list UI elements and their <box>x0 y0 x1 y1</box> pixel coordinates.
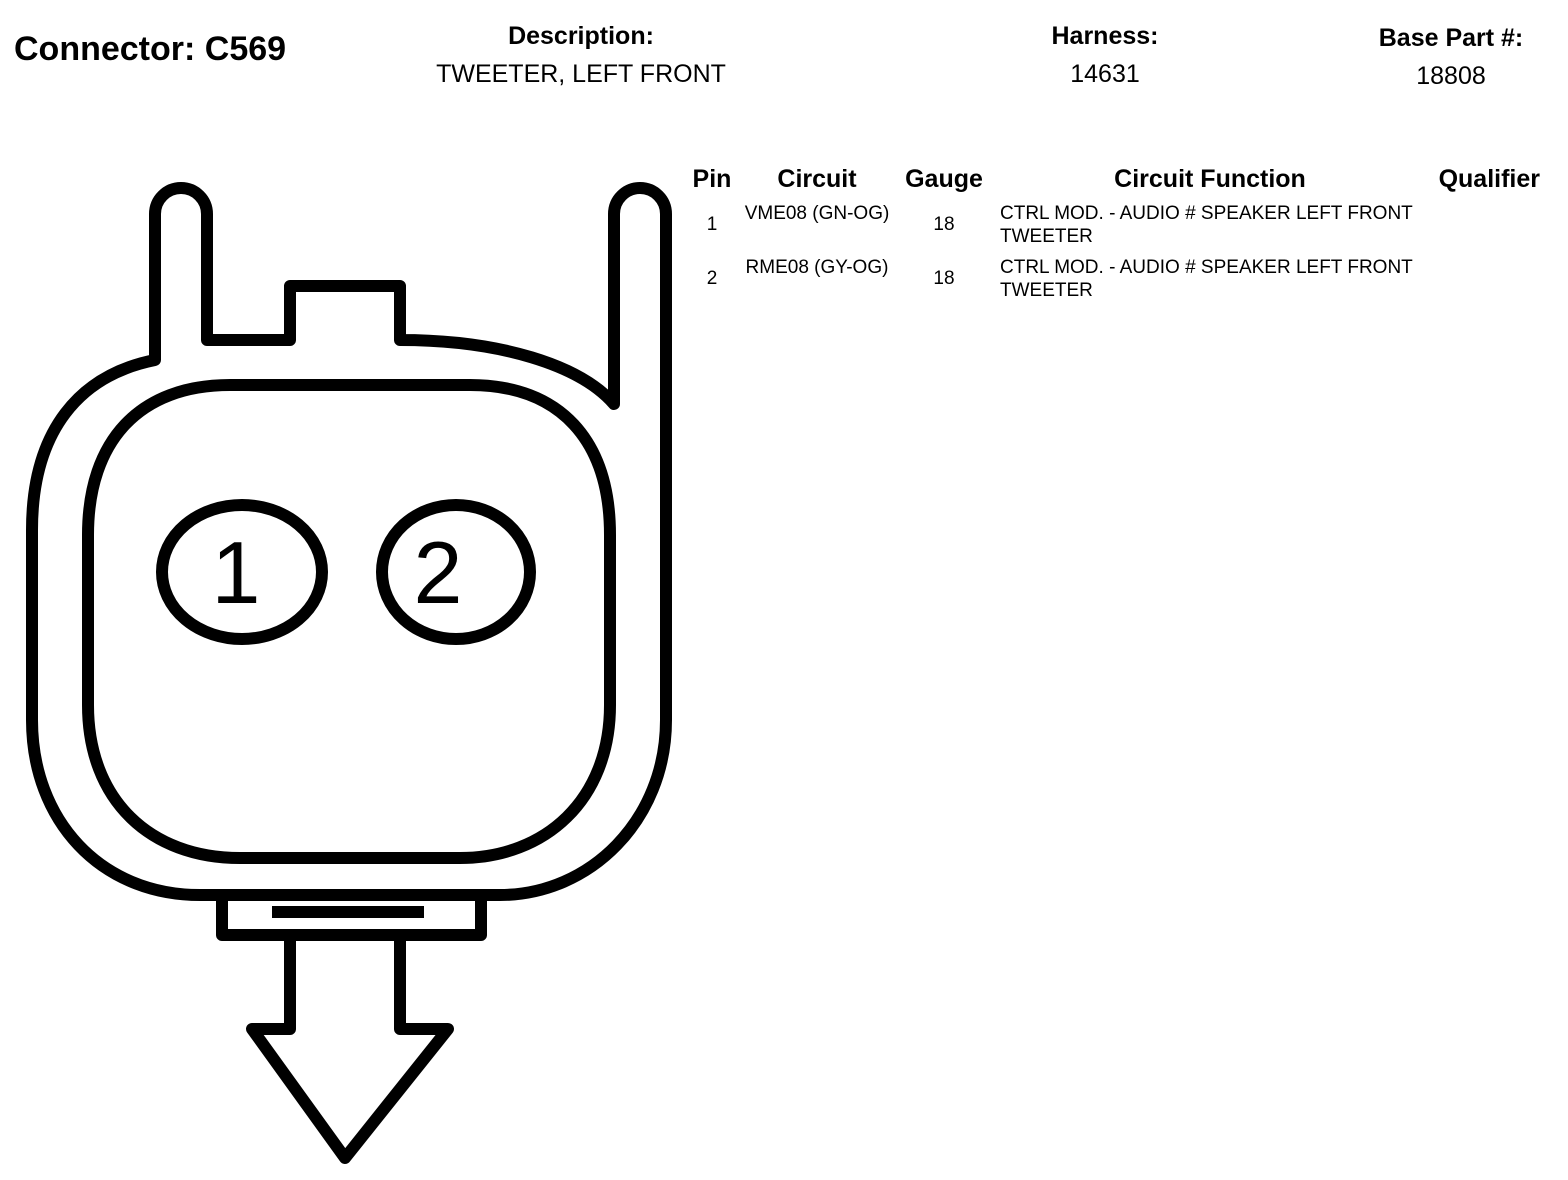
pin-cell: 1 <box>706 214 718 235</box>
qualifier-cell <box>1420 252 1540 306</box>
base-part-label: Base Part #: <box>1378 24 1524 52</box>
description-value: TWEETER, LEFT FRONT <box>436 60 726 88</box>
table-row: 1 VME08 (GN-OG) 18 CTRL MOD. - AUDIO # S… <box>684 198 1540 252</box>
connector-cavity-outline <box>82 379 616 864</box>
bottom-latch-tab <box>216 889 487 941</box>
circuit-column-header: Circuit <box>777 164 857 193</box>
qualifier-column-header: Qualifier <box>1438 164 1540 193</box>
pin-cell: 2 <box>706 268 718 289</box>
connector-diagram: 1 2 <box>26 182 672 1164</box>
pin-table: Pin Circuit Gauge Circuit Function Quali… <box>684 160 1540 306</box>
circuit-function-cell: CTRL MOD. - AUDIO # SPEAKER LEFT FRONT T… <box>1000 257 1413 301</box>
circuit-function-cell: CTRL MOD. - AUDIO # SPEAKER LEFT FRONT T… <box>1000 203 1413 247</box>
pin-column-header: Pin <box>692 164 732 193</box>
pin-table-header-row: Pin Circuit Gauge Circuit Function Quali… <box>684 160 1540 198</box>
harness-label: Harness: <box>1051 22 1159 50</box>
gauge-cell: 18 <box>933 214 955 235</box>
pin-1-cavity <box>156 499 328 645</box>
insertion-arrow <box>246 929 454 1164</box>
table-row: 2 RME08 (GY-OG) 18 CTRL MOD. - AUDIO # S… <box>684 252 1540 306</box>
circuit-cell: RME08 (GY-OG) <box>745 257 889 278</box>
pin-label-2: 2 <box>414 523 463 622</box>
gauge-cell: 18 <box>933 268 955 289</box>
qualifier-cell <box>1420 198 1540 252</box>
pin-2-cavity <box>376 499 536 645</box>
connector-housing-outline <box>26 182 672 901</box>
description-label: Description: <box>508 22 654 50</box>
harness-value: 14631 <box>1070 60 1140 88</box>
gauge-column-header: Gauge <box>905 164 983 193</box>
bottom-latch-bar <box>272 906 424 918</box>
base-part-value: 18808 <box>1416 62 1486 90</box>
circuit-cell: VME08 (GN-OG) <box>744 203 890 224</box>
connector-title: Connector: C569 <box>14 30 287 68</box>
circuit-function-column-header: Circuit Function <box>1114 164 1306 193</box>
pin-label-1: 1 <box>212 523 261 622</box>
